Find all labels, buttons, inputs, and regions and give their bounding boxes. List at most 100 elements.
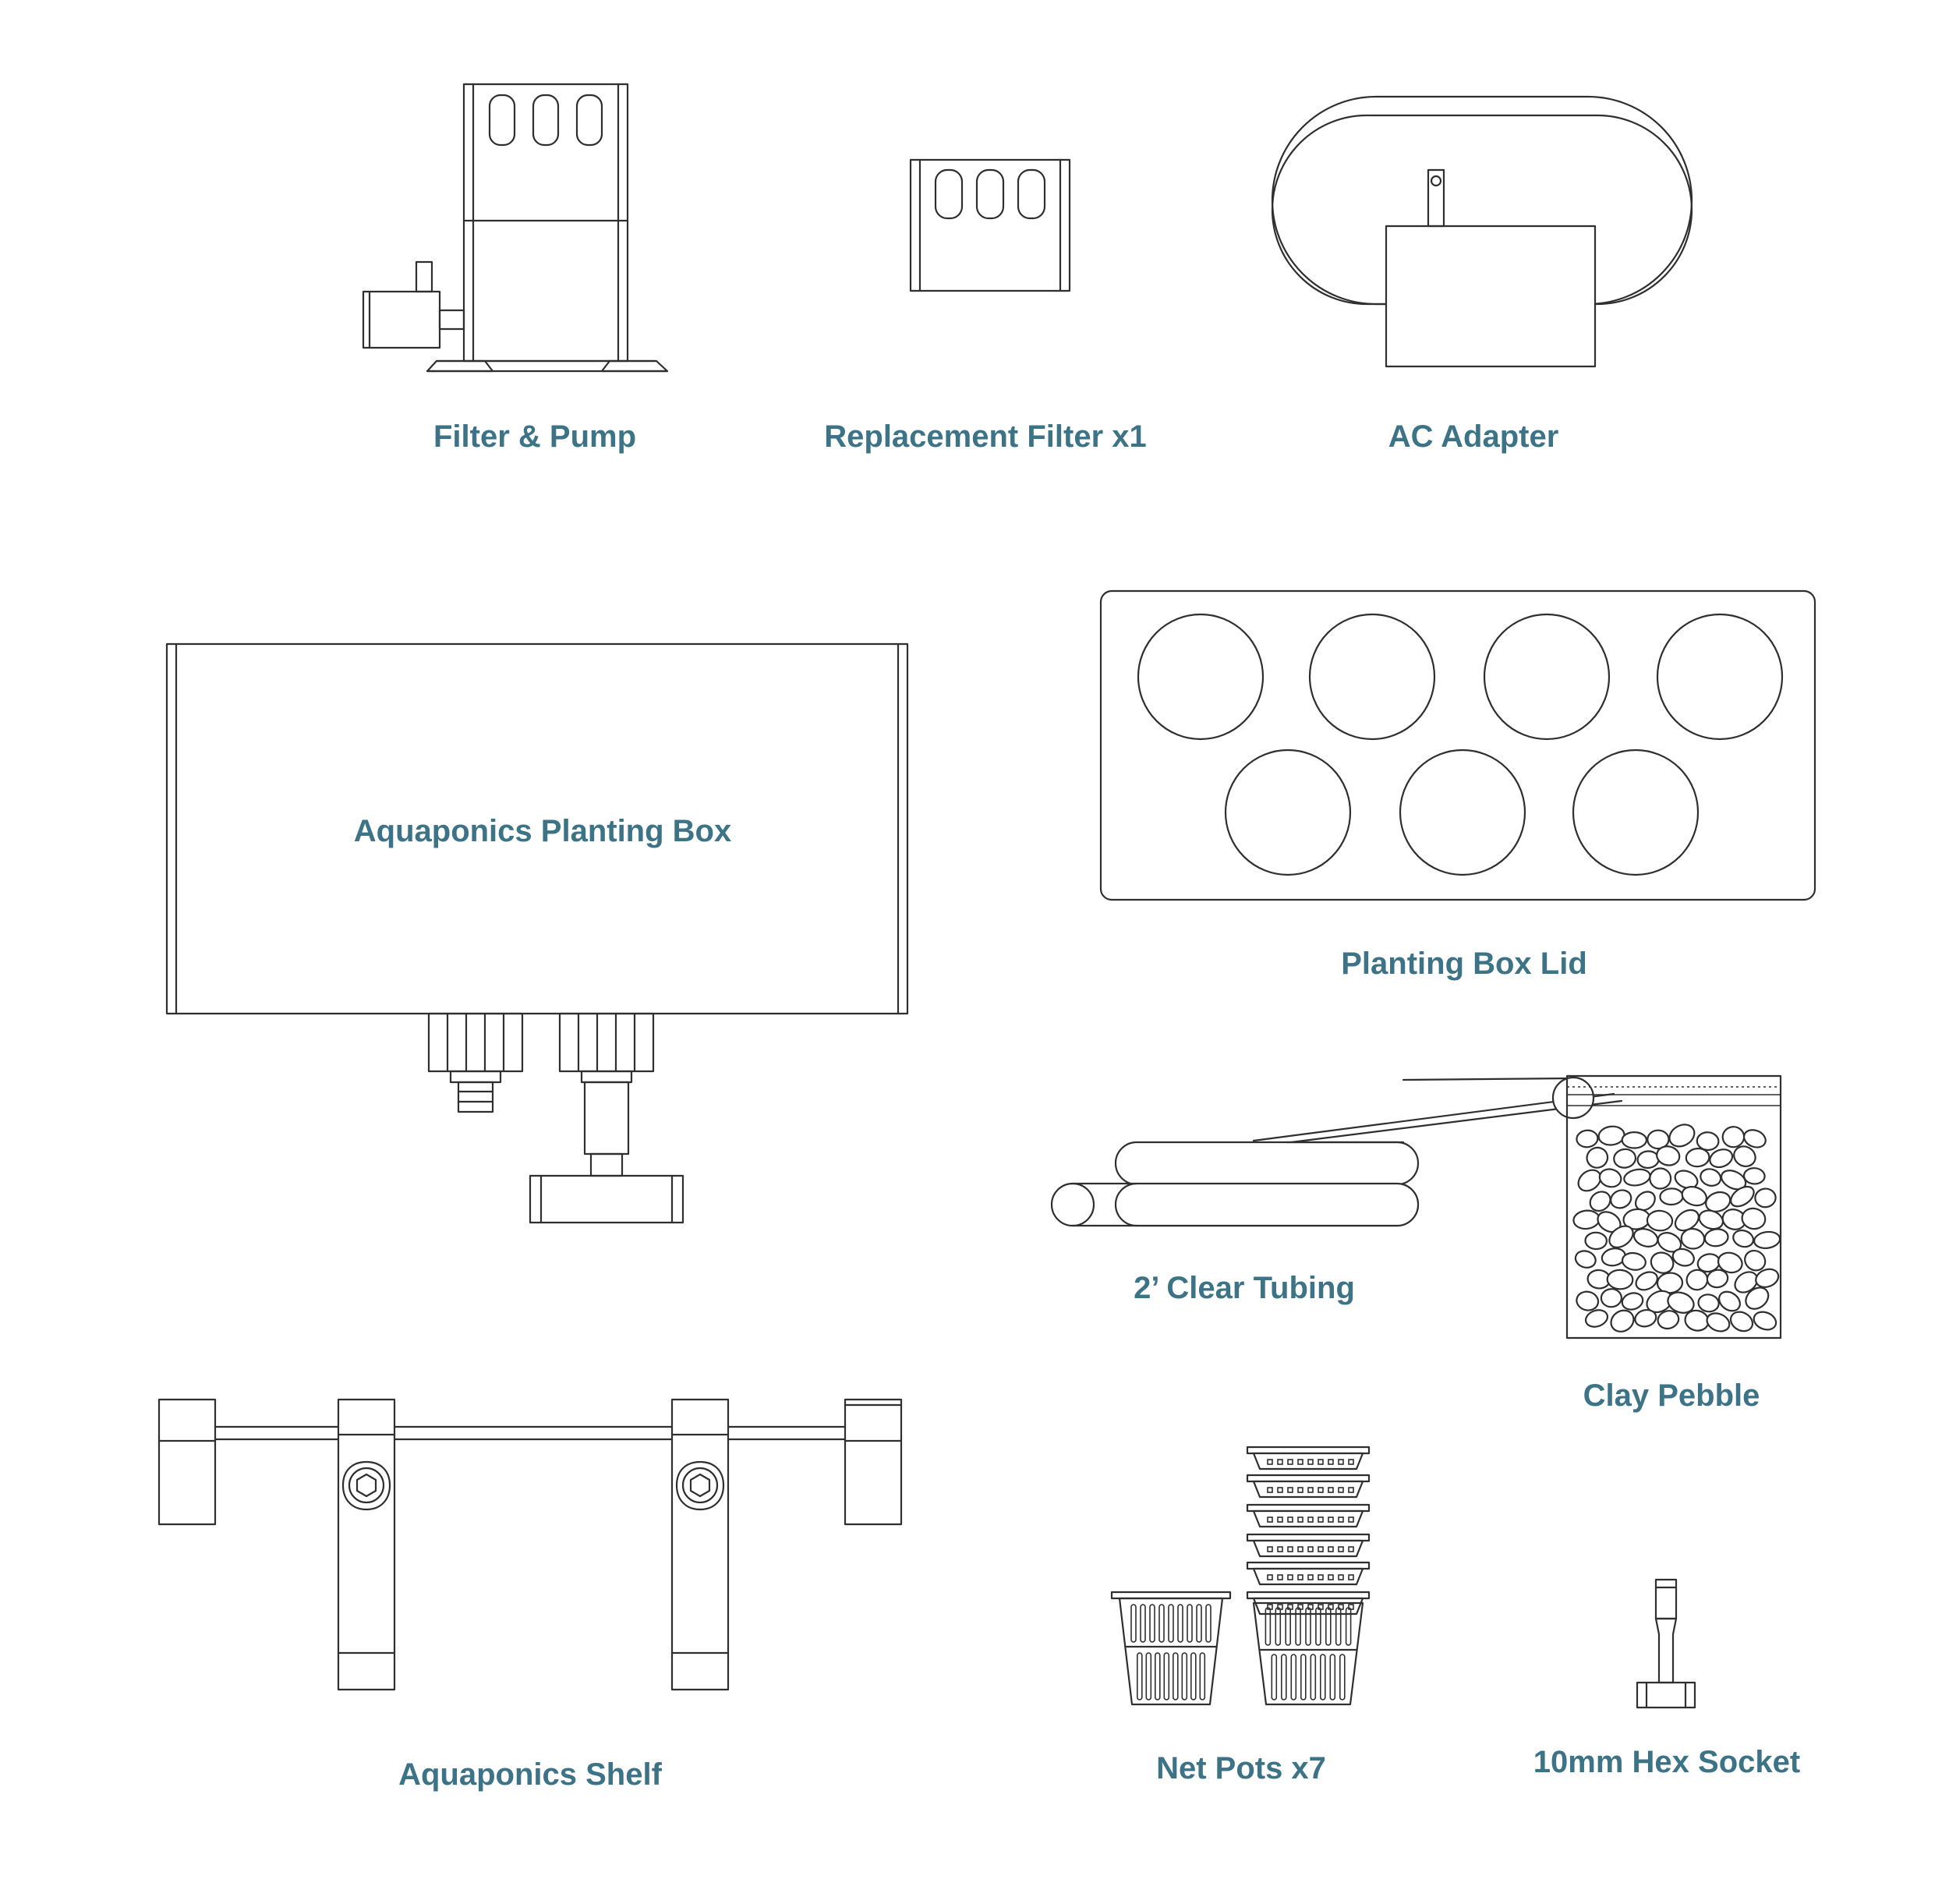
pebble (1584, 1309, 1609, 1328)
pebble (1754, 1187, 1777, 1209)
pebble (1745, 1286, 1770, 1310)
clear-tubing-label: 2’ Clear Tubing (1134, 1271, 1355, 1305)
pebble (1610, 1189, 1632, 1209)
pot-hole (1287, 1487, 1293, 1493)
pebble (1597, 1125, 1625, 1146)
pot-hole (1328, 1516, 1334, 1523)
pot-hole (1287, 1516, 1293, 1523)
pebble (1656, 1272, 1684, 1294)
pot-hole (1348, 1487, 1354, 1493)
pebble (1744, 1249, 1767, 1272)
pebble (1621, 1292, 1644, 1311)
pebble (1671, 1248, 1695, 1267)
ac-adapter-drawing (1271, 95, 1693, 368)
pot-hole (1307, 1516, 1314, 1523)
clay-pebble-drawing (1565, 1074, 1782, 1340)
pebble (1718, 1290, 1741, 1312)
pot-hole (1328, 1459, 1334, 1465)
pot-rim (1246, 1503, 1371, 1513)
pebble (1717, 1251, 1743, 1274)
pebble (1741, 1207, 1767, 1230)
pot-slit (1187, 1604, 1193, 1643)
pot-slit (1295, 1607, 1301, 1646)
pot-hole (1338, 1546, 1344, 1552)
pot-hole (1338, 1487, 1344, 1493)
clay-pebble-label: Clay Pebble (1583, 1378, 1760, 1413)
pot-hole (1307, 1459, 1314, 1465)
net-pots-drawing (1110, 1446, 1371, 1706)
pot-hole (1307, 1487, 1314, 1493)
aquaponics-shelf-drawing (157, 1398, 903, 1691)
pot-slit (1300, 1654, 1307, 1701)
pebble (1705, 1191, 1731, 1212)
pebble (1734, 1271, 1759, 1294)
pebble (1576, 1290, 1600, 1311)
pot-slit (1310, 1654, 1317, 1701)
planting-box-label: Aquaponics Planting Box (353, 814, 732, 848)
pebble (1656, 1145, 1681, 1166)
pot-slit (1335, 1607, 1342, 1646)
pebble (1621, 1131, 1647, 1149)
pebble (1700, 1168, 1722, 1187)
pebble (1742, 1129, 1767, 1148)
pot-hole (1287, 1546, 1293, 1552)
pot-slit (1168, 1604, 1174, 1643)
pot-hole (1348, 1546, 1354, 1552)
pebble (1598, 1168, 1622, 1188)
pot-hole (1348, 1574, 1354, 1580)
pot-hole (1277, 1516, 1283, 1523)
pebble (1706, 1269, 1729, 1289)
pot-slit (1305, 1607, 1311, 1646)
pot-slit (1329, 1654, 1336, 1701)
pebble (1657, 1232, 1682, 1253)
net-pots-label: Net Pots x7 (1156, 1751, 1326, 1785)
filter-pump-label: Filter & Pump (433, 419, 637, 454)
pebble (1729, 1311, 1754, 1332)
pebble (1610, 1309, 1635, 1332)
pebble (1742, 1167, 1766, 1185)
pebble (1709, 1148, 1734, 1169)
pot-slit (1265, 1607, 1272, 1646)
pot-hole (1267, 1459, 1273, 1465)
pot-slit (1281, 1654, 1287, 1701)
pot-slit (1158, 1604, 1165, 1643)
pot-slit (1130, 1604, 1137, 1643)
pebble (1680, 1227, 1706, 1250)
planting-box-drawing (165, 642, 909, 1224)
pebble (1574, 1250, 1597, 1269)
pebble (1572, 1209, 1601, 1230)
pebble (1613, 1148, 1637, 1169)
pebble (1649, 1167, 1672, 1190)
pot-slit (1271, 1654, 1278, 1701)
pebble (1600, 1288, 1622, 1308)
pot-hole (1297, 1546, 1303, 1552)
pebble (1732, 1229, 1755, 1248)
pot-hole (1328, 1546, 1334, 1552)
pot-hole (1297, 1516, 1303, 1523)
pebble (1589, 1191, 1611, 1212)
pebble (1650, 1251, 1675, 1274)
hex-socket-label: 10mm Hex Socket (1533, 1745, 1801, 1779)
pot-slit (1275, 1607, 1282, 1646)
pebble (1698, 1209, 1724, 1230)
pebble (1696, 1131, 1720, 1152)
pot-slit (1140, 1604, 1146, 1643)
pot-slit (1345, 1607, 1352, 1646)
pebble (1703, 1228, 1729, 1248)
pot-hole (1307, 1546, 1314, 1552)
hex-socket-drawing (1636, 1578, 1696, 1709)
pot-rim (1246, 1474, 1371, 1483)
pot-hole (1338, 1516, 1344, 1523)
pebble (1697, 1294, 1720, 1313)
pebble (1685, 1147, 1710, 1168)
pebble (1668, 1124, 1696, 1148)
pot-rim (1246, 1533, 1371, 1542)
replacement-filter-drawing (909, 158, 1071, 292)
pebble (1584, 1231, 1608, 1251)
pebble (1674, 1170, 1699, 1190)
pot-hole (1287, 1459, 1293, 1465)
planting-box-lid-drawing (1099, 589, 1816, 901)
pot-hole (1338, 1459, 1344, 1465)
pot-hole (1277, 1487, 1283, 1493)
